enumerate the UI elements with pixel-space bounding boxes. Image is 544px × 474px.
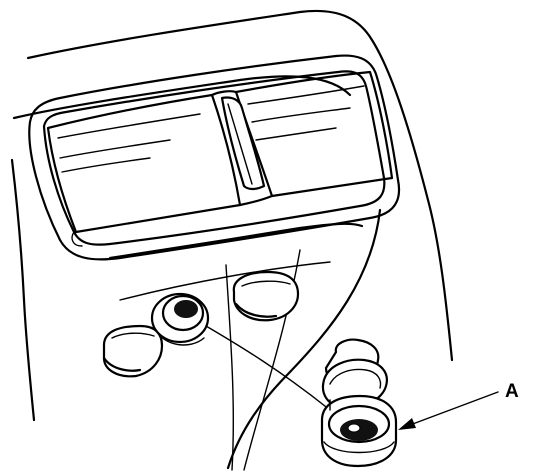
callout-label-a: A <box>505 381 519 402</box>
right-switch-button <box>232 270 300 322</box>
lower-panel <box>108 222 364 301</box>
vent-bezel <box>28 54 401 261</box>
callout-a: A <box>398 381 519 430</box>
center-divider <box>210 90 274 207</box>
console-outer-panel <box>10 9 454 471</box>
accessory-socket-A <box>320 338 398 468</box>
right-tray <box>234 70 394 198</box>
callout-arrowhead <box>398 418 416 430</box>
left-tray <box>46 93 242 247</box>
socket-opening <box>150 292 210 346</box>
left-switch-button <box>102 324 164 378</box>
guide-line <box>205 325 331 411</box>
